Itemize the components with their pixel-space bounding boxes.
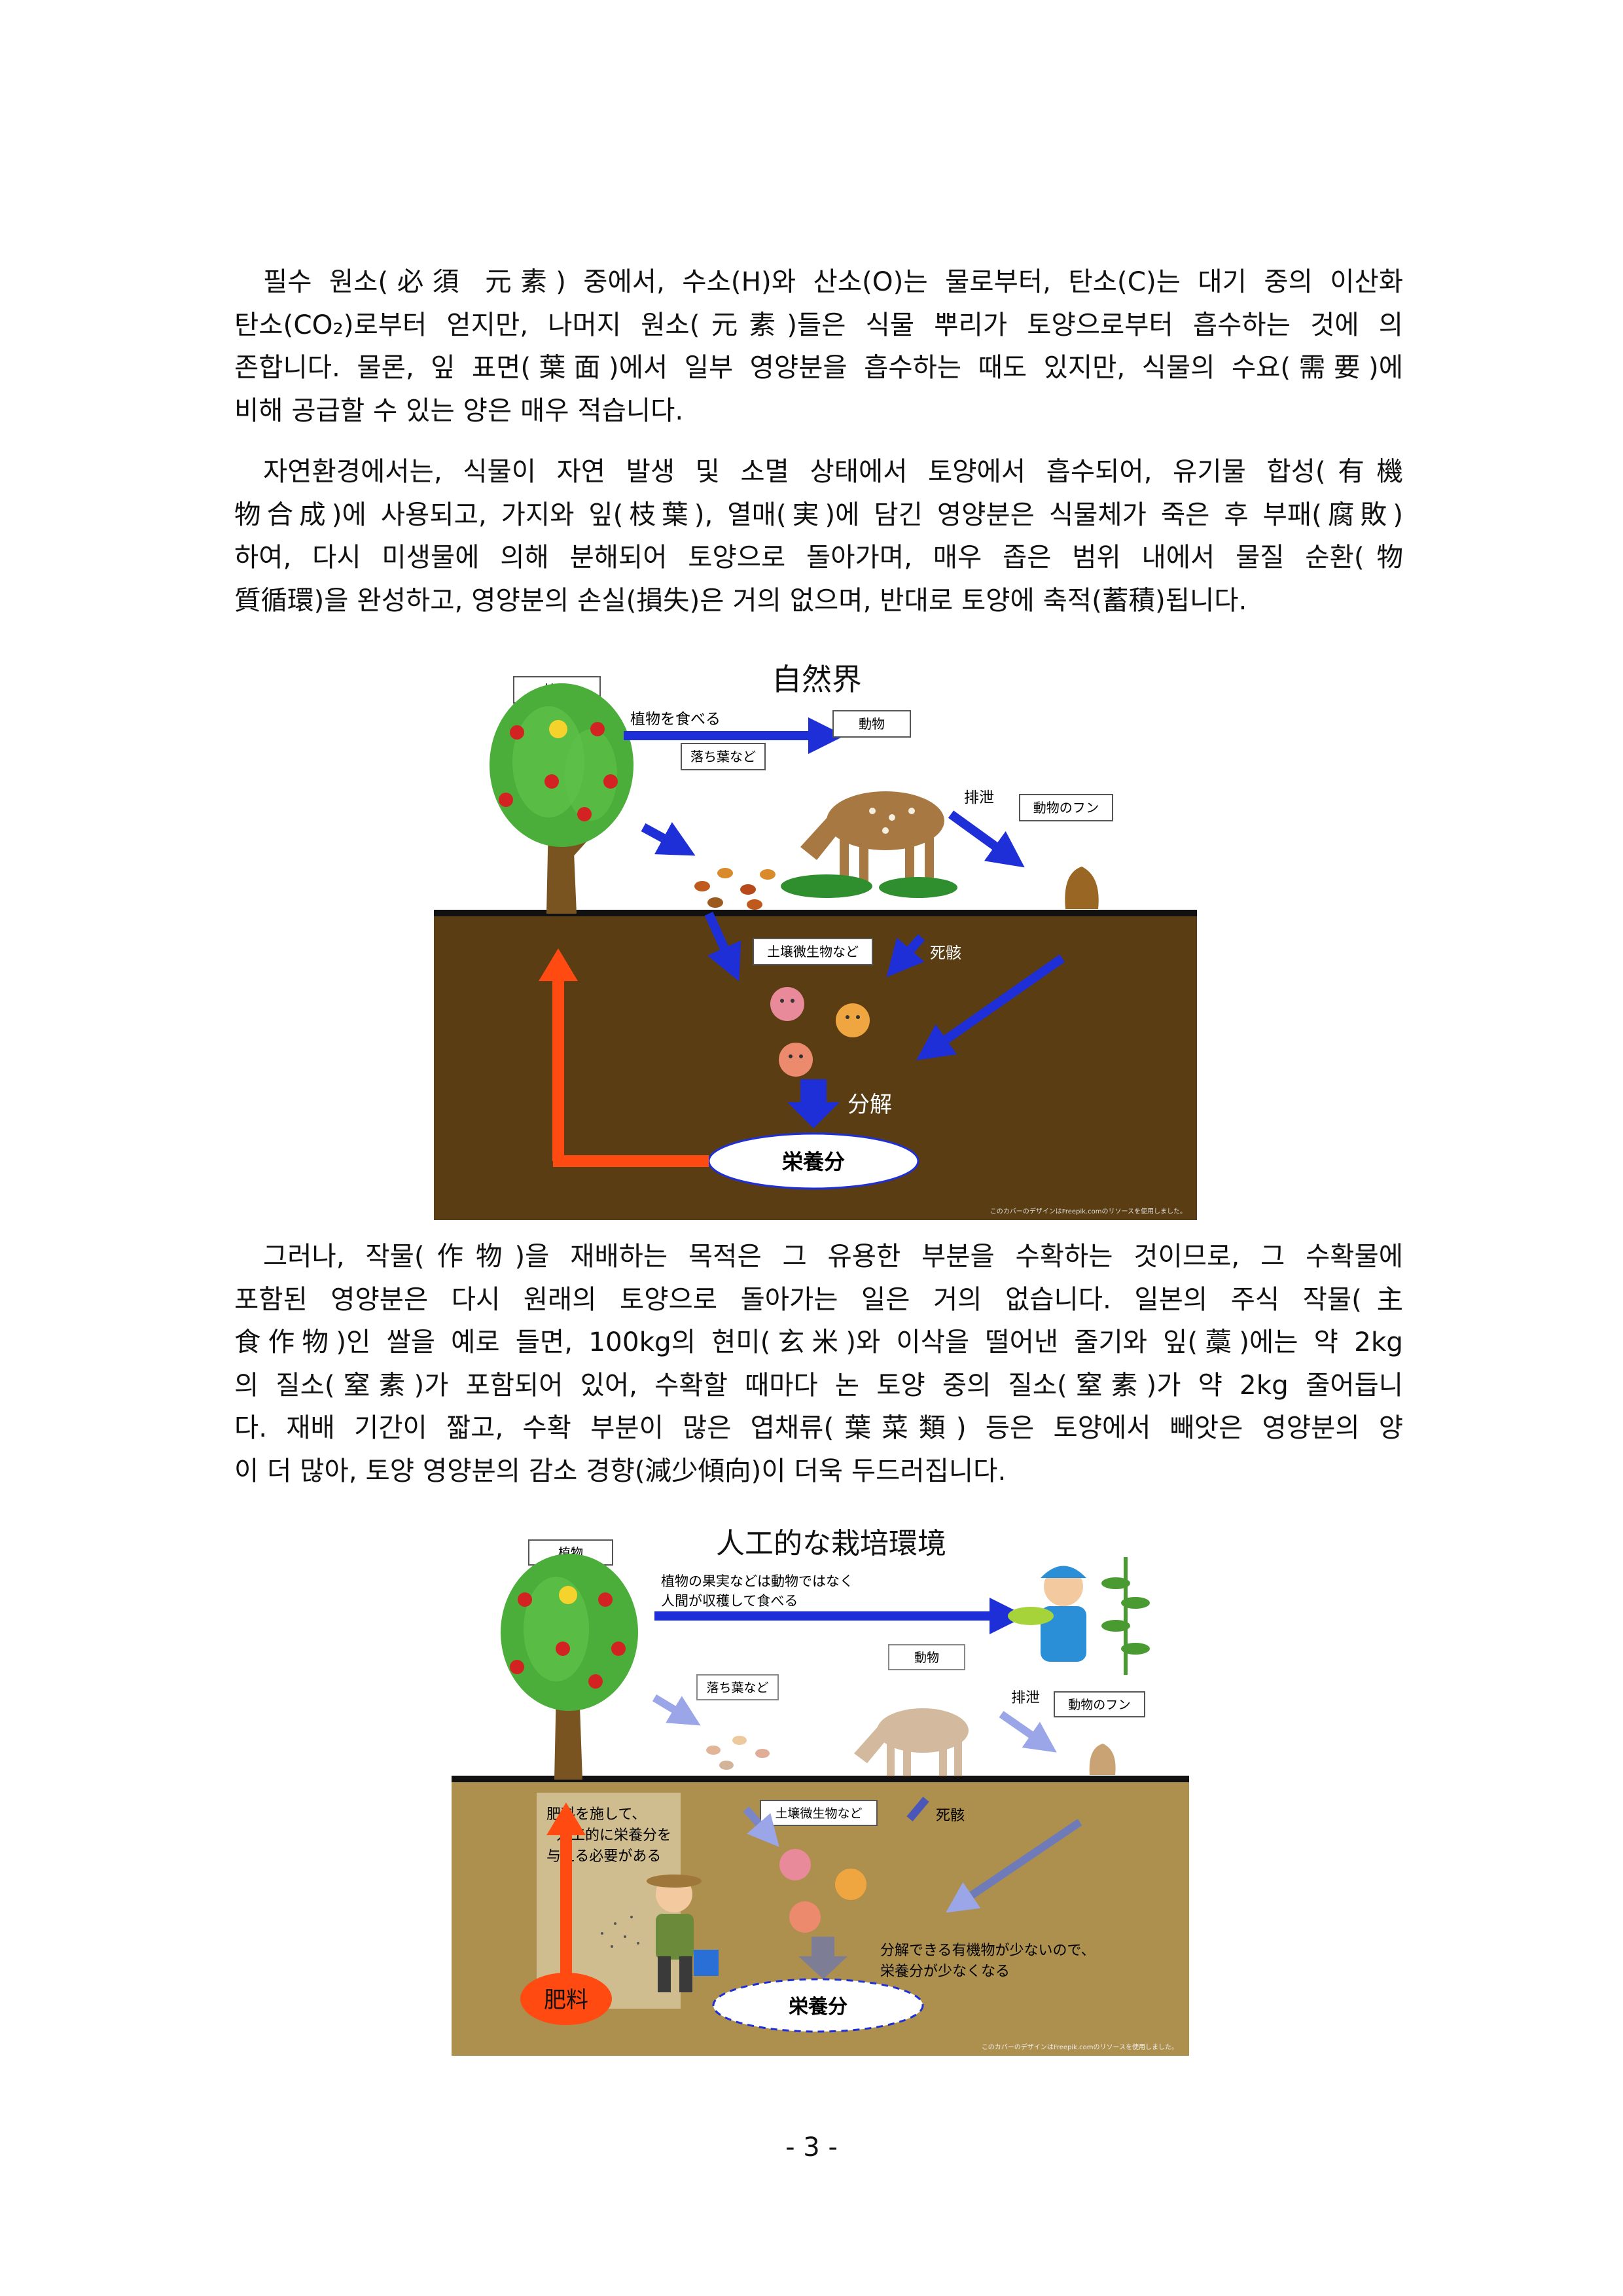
harvest-label-line2: 人間が収穫して食べる	[661, 1593, 798, 1609]
text-line: 탄소(CO₂)로부터 얻지만, 나머지 원소(元素)들은 식물 뿌리가 토양으로…	[234, 308, 1403, 340]
artificial-cultivation-diagram: 人工的な栽培環境 植物 植物の果実などは動物ではなく 人間が収穫して食べる	[452, 1518, 1189, 2056]
artificial-cultivation-figure: 人工的な栽培環境 植物 植物の果実などは動物ではなく 人間が収穫して食べる	[452, 1518, 1189, 2056]
image-credit: このカバーのデザインはFreepik.comのリソースを使用しました。	[990, 1207, 1186, 1215]
deer-icon	[854, 1708, 969, 1776]
microbes-label-box	[760, 1800, 878, 1826]
text-line: 質循環)을 완성하고, 영양분의 손실(損失)은 거의 없으며, 반대로 토양에…	[234, 584, 1247, 616]
leaves-to-soil-arrow	[704, 912, 741, 982]
dung-icon	[1089, 1744, 1116, 1775]
animal-label-box	[832, 710, 911, 738]
text-line: 다. 재배 기간이 짧고, 수확 부분이 많은 엽채류(葉菜類) 등은 토양에서…	[234, 1412, 1403, 1443]
text-line: 物合成)에 사용되고, 가지와 잎(枝葉), 열매(実)에 담긴 영양분은 식물…	[234, 498, 1403, 530]
leaf-fall-arrow	[652, 1694, 701, 1726]
dung-icon	[1065, 867, 1099, 909]
farmer-fertilizing-icon	[601, 1874, 719, 1992]
decompose-arrow-faded	[798, 1937, 847, 1979]
less-organic-line2: 栄養分が少なくなる	[880, 1964, 1010, 1980]
text-line: 그러나, 작물(作物)을 재배하는 목적은 그 유용한 부분을 수확하는 것이므…	[263, 1240, 1403, 1272]
figure-title: 自然界	[772, 662, 862, 697]
excretion-label: 排泄	[964, 789, 994, 806]
fallen-leaves-label: 落ち葉など	[690, 749, 756, 764]
animal-label: 動物	[859, 716, 885, 732]
leaf-fall-arrow	[641, 822, 696, 856]
farmer-harvesting-icon	[1008, 1557, 1150, 1675]
excretion-arrow	[948, 810, 1025, 868]
image-credit: このカバーのデザインはFreepik.comのリソースを使用しました。	[982, 2043, 1178, 2051]
fertilizer-arrow-head	[546, 1803, 586, 1835]
ground-line	[452, 1776, 1189, 1782]
nutrients-ellipse	[712, 1978, 924, 2033]
text-line: 필수 원소(必須 元素) 중에서, 수소(H)와 산소(O)는 물로부터, 탄소…	[263, 266, 1403, 297]
apple-tree-icon	[490, 683, 633, 914]
decompose-label: 分解	[847, 1092, 892, 1118]
eat-label: 植物を食べる	[630, 711, 721, 728]
deer-icon	[781, 791, 957, 898]
dung-to-soil-arrow	[946, 1819, 1082, 1913]
text-line: 비해 공급할 수 있는 양은 매우 적습니다.	[234, 394, 684, 426]
decompose-arrow	[787, 1079, 840, 1128]
carcass-label: 死骸	[936, 1808, 965, 1824]
less-organic-line1: 分解できる有機物が少ないので、	[880, 1943, 1096, 1959]
fallen-leaves-label-box	[696, 1674, 779, 1700]
animal-label: 動物	[914, 1651, 939, 1665]
carcass-arrow	[906, 1797, 929, 1821]
text-line: 이 더 많아, 토양 영양분의 감소 경향(減少傾向)이 더욱 두드러집니다.	[234, 1454, 1007, 1486]
fertilizer-ellipse	[520, 1973, 612, 2025]
excretion-arrow	[999, 1711, 1057, 1753]
natural-cycle-diagram: 自然界 植物 植物を食べる 動物	[434, 651, 1197, 1220]
nutrients-label: 栄養分	[789, 1996, 847, 2018]
fallen-leaves-label: 落ち葉など	[706, 1681, 768, 1695]
animal-label-box	[888, 1644, 965, 1670]
text-line: 의 질소(窒素)가 포함되어 있어, 수확할 때마다 논 토양 중의 질소(窒素…	[234, 1369, 1403, 1401]
ground-line	[434, 910, 1197, 916]
fallen-leaves-icon	[706, 1736, 770, 1770]
carcass-label: 死骸	[930, 944, 961, 962]
nutrients-label: 栄養分	[782, 1149, 845, 1174]
microbes-label-box	[753, 938, 873, 965]
page-number: - 3 -	[785, 2132, 838, 2162]
harvest-label-line1: 植物の果実などは動物ではなく	[661, 1573, 853, 1589]
microbes-icon	[779, 1849, 866, 1933]
apple-tree-icon	[501, 1554, 638, 1780]
dung-label: 動物のフン	[1033, 800, 1099, 816]
microbes-label: 土壌微生物など	[775, 1806, 862, 1821]
excretion-label: 排泄	[1011, 1690, 1040, 1706]
text-line: 하여, 다시 미생물에 의해 분해되어 토양으로 돌아가며, 매우 좁은 범위 …	[234, 541, 1403, 573]
fallen-leaves-label-box	[681, 743, 766, 770]
microbes-label: 土壌微生物など	[767, 944, 859, 960]
fertilizer-label: 肥料	[544, 1987, 588, 2013]
dung-label: 動物のフン	[1068, 1698, 1130, 1712]
paragraph-natural-cycle: 자연환경에서는, 식물이 자연 발생 및 소멸 상태에서 토양에서 흡수되어, …	[234, 450, 1403, 622]
text-line: 食作物)인 쌀을 예로 들면, 100kg의 현미(玄米)와 이삭을 떨어낸 줄…	[234, 1326, 1403, 1357]
figure-title: 人工的な栽培環境	[716, 1527, 946, 1560]
microbes-icon	[770, 987, 870, 1077]
dung-label-box	[1054, 1691, 1145, 1717]
natural-cycle-figure: 自然界 植物 植物を食べる 動物	[434, 651, 1197, 1220]
carcass-arrow	[886, 934, 925, 978]
fallen-leaves-icon	[694, 868, 776, 910]
dung-label-box	[1019, 794, 1113, 821]
leaves-to-soil-arrow	[743, 1806, 779, 1848]
paragraph-crop-harvest: 그러나, 작물(作物)을 재배하는 목적은 그 유용한 부분을 수확하는 것이므…	[234, 1235, 1403, 1492]
return-arrow-head	[539, 948, 578, 981]
dung-to-soil-arrow	[916, 954, 1065, 1061]
text-line: 존합니다. 물론, 잎 표면(葉面)에서 일부 영양분을 흡수하는 때도 있지만…	[234, 351, 1403, 383]
text-line: 포함된 영양분은 다시 원래의 토양으로 돌아가는 일은 거의 없습니다. 일본…	[234, 1283, 1403, 1315]
paragraph-essential-elements: 필수 원소(必須 元素) 중에서, 수소(H)와 산소(O)는 물로부터, 탄소…	[234, 260, 1403, 432]
text-line: 자연환경에서는, 식물이 자연 발생 및 소멸 상태에서 토양에서 흡수되어, …	[263, 456, 1403, 487]
